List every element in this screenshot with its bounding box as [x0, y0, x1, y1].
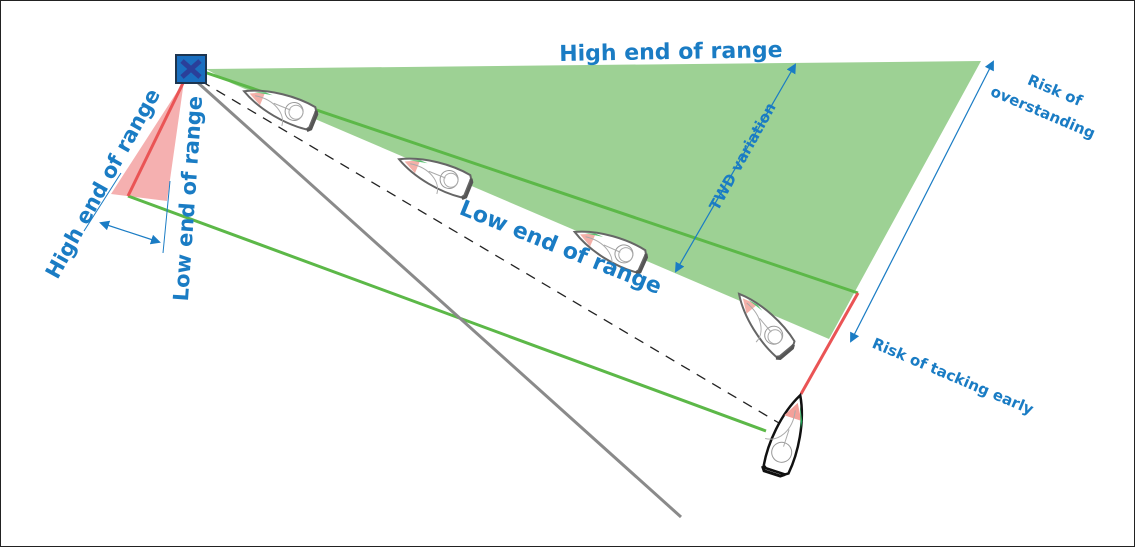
guide-line — [162, 180, 171, 254]
red-range-line — [126, 80, 186, 197]
risk-arrow — [850, 60, 994, 343]
x-mark-buoy-icon[interactable] — [175, 54, 207, 84]
dashed-track — [200, 80, 780, 424]
port-layline — [127, 194, 767, 433]
twd-variation-arrow — [674, 63, 797, 273]
guide-line — [83, 172, 122, 232]
high-range-zone — [206, 61, 981, 339]
low-range-zone — [111, 81, 184, 201]
range-arrow — [99, 220, 161, 245]
tack-early-line — [799, 292, 860, 395]
sailboat-icon-current — [761, 392, 804, 478]
label-top-high-end: High end of range — [559, 38, 783, 67]
course-line — [194, 79, 683, 519]
label-risk-tacking-early: Risk of tacking early — [870, 334, 1037, 418]
